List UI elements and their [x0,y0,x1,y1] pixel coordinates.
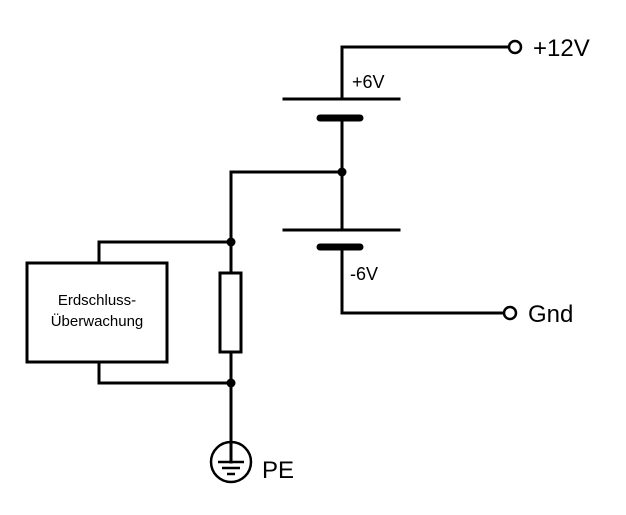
label-pe: PE [262,457,294,484]
wire-plus12v [340,45,512,101]
ground-fault-monitor [25,261,169,364]
label-plus12v: +12V [533,35,590,62]
junction-dot [226,237,236,247]
junction-dot [226,378,236,388]
monitor-label-line1: Erdschluss- [58,292,136,309]
monitor-label-line2: Überwachung [51,312,144,330]
protective-earth-icon [209,438,253,484]
label-plus6v: +6V [352,72,385,92]
wire-monitor-top [97,240,233,265]
wire-monitor-bottom [97,360,233,385]
wire-gnd [340,245,507,315]
terminal-plus12v [507,39,523,55]
wire-left [229,170,344,449]
resistor [218,271,243,354]
label-minus6v: -6V [350,264,378,284]
junction-dot [337,167,347,177]
terminal-gnd [502,305,518,321]
label-gnd: Gnd [528,301,573,328]
